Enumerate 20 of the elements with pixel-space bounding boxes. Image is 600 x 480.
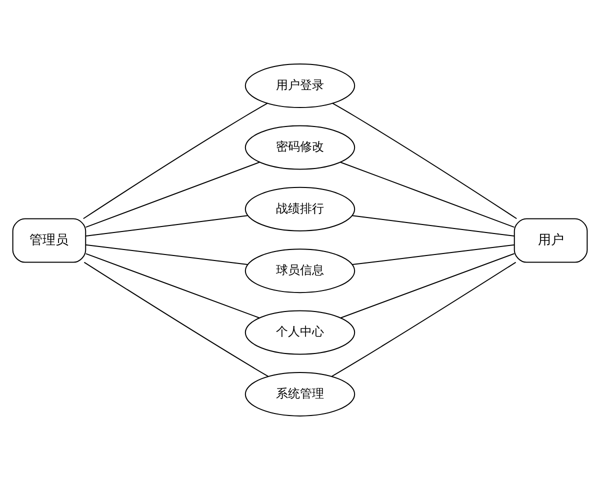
connector	[340, 253, 514, 318]
node-box: 用户	[514, 218, 588, 263]
node-ellipse: 个人中心	[244, 310, 356, 355]
connector	[86, 244, 248, 266]
connector	[86, 253, 260, 318]
node-ellipse: 系统管理	[244, 372, 356, 416]
connector	[83, 102, 268, 220]
connector	[340, 162, 514, 228]
connector	[84, 262, 269, 377]
connector	[86, 162, 260, 228]
node-ellipse: 战绩排行	[244, 186, 356, 232]
node-ellipse: 球员信息	[244, 248, 356, 294]
node-ellipse: 密码修改	[244, 125, 356, 170]
node-box: 管理员	[12, 218, 86, 263]
node-ellipse: 用户登录	[244, 64, 356, 108]
connector	[86, 215, 248, 237]
connector	[352, 215, 514, 237]
connector	[332, 102, 517, 220]
connector	[352, 244, 514, 266]
connector	[331, 262, 516, 377]
